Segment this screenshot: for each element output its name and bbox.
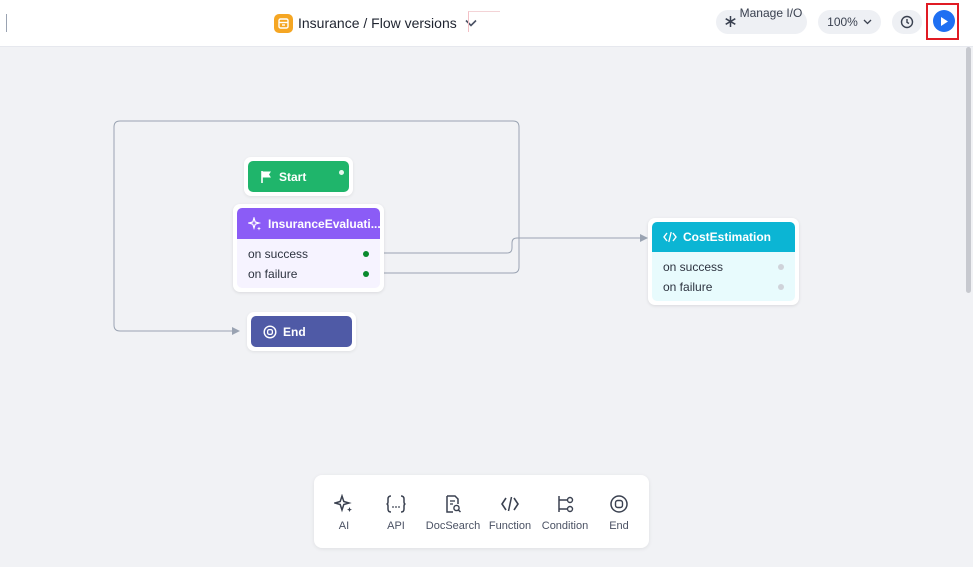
palette-item-docsearch[interactable]: DocSearch <box>423 493 483 532</box>
palette-label: Function <box>488 520 532 532</box>
palette-label: DocSearch <box>425 520 481 532</box>
palette-item-ai[interactable]: AI <box>314 493 374 532</box>
zoom-level: 100% <box>827 15 858 29</box>
page-title: Insurance / Flow versions <box>298 15 457 31</box>
chevron-down-icon <box>863 19 872 25</box>
palette-label: End <box>609 520 629 532</box>
doc-search-icon <box>423 493 483 515</box>
palette-label: AI <box>338 520 350 532</box>
divider <box>468 11 500 32</box>
palette-item-condition[interactable]: Condition <box>535 493 595 532</box>
success-port[interactable] <box>363 251 369 257</box>
chevron-down-icon[interactable] <box>465 19 477 27</box>
palette-item-api[interactable]: API <box>366 493 426 532</box>
end-node-label: End <box>283 324 306 339</box>
cost-estimation-label: CostEstimation <box>683 230 772 244</box>
cost-estimation-node[interactable]: CostEstimation on success on failure <box>648 218 799 305</box>
manage-io-button[interactable]: Manage I/O <box>716 6 807 34</box>
insurance-evaluation-label: InsuranceEvaluati... <box>268 216 380 231</box>
app-icon <box>274 13 293 33</box>
start-node-label: Start <box>279 169 307 184</box>
api-braces-icon <box>366 493 426 515</box>
start-node[interactable]: Start <box>244 157 353 196</box>
output-on-success: on success <box>663 260 724 274</box>
sparkle-icon <box>248 216 262 230</box>
palette-item-function[interactable]: Function <box>480 493 540 532</box>
manage-io-label: Manage I/O <box>739 6 803 20</box>
node-palette: AI API DocSearch Function Condition End <box>314 475 649 548</box>
palette-item-end[interactable]: End <box>589 493 649 532</box>
top-bar: Insurance / Flow versions Manage I/O 100… <box>0 0 973 47</box>
output-on-failure: on failure <box>663 280 713 294</box>
output-port[interactable] <box>339 170 344 175</box>
clock-icon <box>900 15 914 29</box>
stop-circle-icon <box>263 324 277 339</box>
failure-port[interactable] <box>778 284 784 290</box>
success-port[interactable] <box>778 264 784 270</box>
code-icon <box>480 493 540 515</box>
output-on-failure: on failure <box>248 267 298 281</box>
stop-circle-icon <box>589 493 649 515</box>
code-icon <box>663 231 677 243</box>
asterisk-icon <box>724 15 737 33</box>
end-node[interactable]: End <box>247 312 356 351</box>
zoom-select[interactable]: 100% <box>818 10 881 34</box>
condition-icon <box>535 493 595 515</box>
palette-label: API <box>387 520 405 532</box>
edge-failure-to-end <box>113 120 520 332</box>
breadcrumb[interactable]: Insurance / Flow versions <box>274 12 477 34</box>
edge-success-to-cost <box>383 237 640 254</box>
edge-arrowhead <box>232 327 240 335</box>
output-on-success: on success <box>248 247 309 261</box>
insurance-evaluation-node[interactable]: InsuranceEvaluati... on success on failu… <box>233 204 384 292</box>
run-button-highlight <box>926 3 959 40</box>
palette-label: Condition <box>541 520 589 532</box>
run-button[interactable] <box>933 10 955 32</box>
vertical-scrollbar[interactable] <box>966 47 971 293</box>
sidebar-edge <box>6 14 7 32</box>
failure-port[interactable] <box>363 271 369 277</box>
edge-arrowhead <box>640 234 648 242</box>
flag-icon <box>261 170 271 183</box>
sparkle-icon <box>314 493 374 515</box>
history-button[interactable] <box>892 10 922 34</box>
play-icon <box>941 16 948 26</box>
